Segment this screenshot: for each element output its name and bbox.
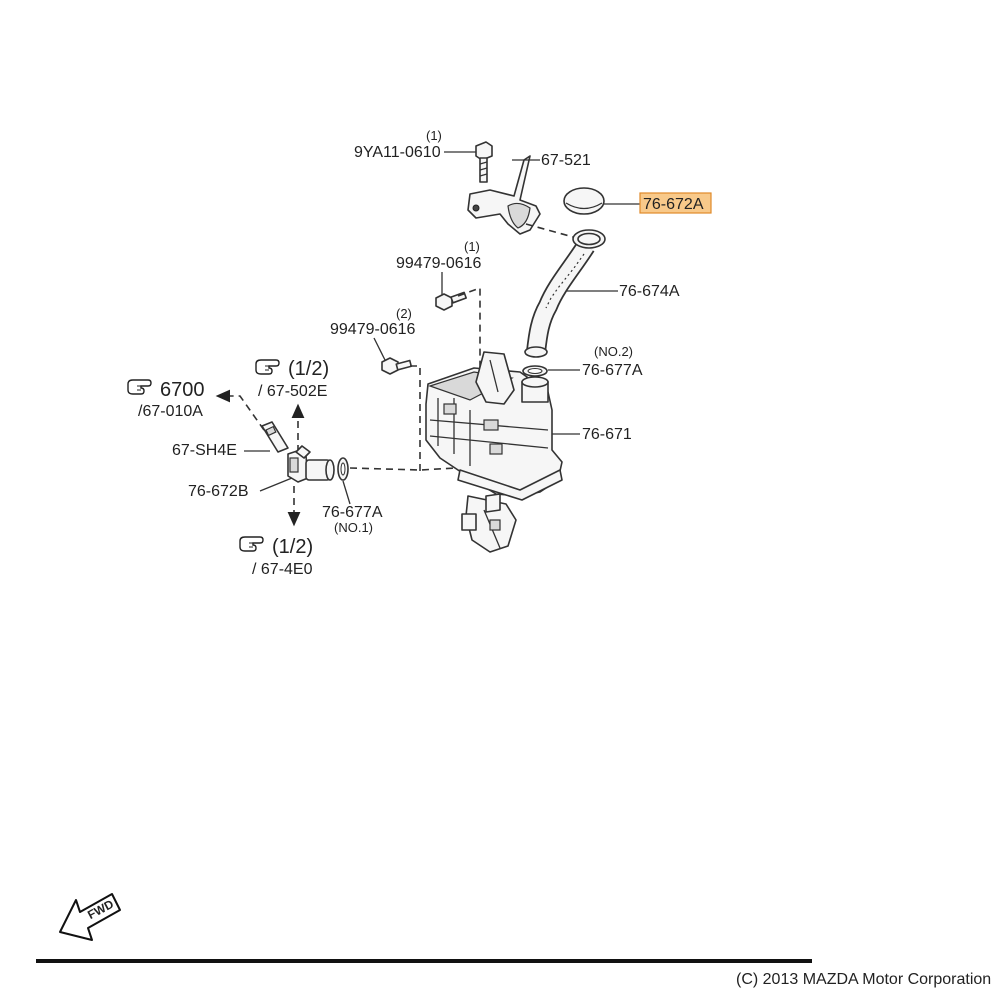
ref-down-page[interactable]: (1/2) (272, 536, 313, 558)
seal-no2-label[interactable]: 76-677A (582, 362, 643, 379)
ref-left-section[interactable]: /67-010A (138, 403, 203, 420)
bolt-99479-0616-lower[interactable] (381, 357, 413, 375)
bolt-top-label[interactable]: 9YA11-0610 (354, 144, 441, 161)
washer-tank-76-671[interactable] (425, 351, 563, 553)
bolt-low-label[interactable]: 99479-0616 (330, 321, 416, 338)
ref-down-section[interactable]: / 67-4E0 (252, 561, 313, 578)
filler-cap-76-672a[interactable] (563, 187, 605, 215)
pointing-hand-icon (127, 379, 152, 395)
washer-pump-76-672b[interactable] (287, 445, 335, 483)
connector-label[interactable]: 67-SH4E (172, 442, 237, 459)
filler-hose-76-674a[interactable] (524, 229, 606, 358)
bolt-mid-qty: (1) (464, 239, 480, 254)
ref-up-section[interactable]: / 67-502E (258, 383, 327, 400)
connector-67-sh4e[interactable] (261, 421, 289, 453)
bracket-label[interactable]: 67-521 (541, 152, 591, 169)
pump-label[interactable]: 76-672B (188, 483, 249, 500)
bolt-9ya11-0610[interactable] (475, 141, 493, 183)
highlight-box (639, 192, 712, 214)
seal-no1-note: (NO.1) (334, 520, 373, 535)
bolt-low-qty: (2) (396, 306, 412, 321)
seal-no1-76-677a[interactable] (337, 457, 349, 481)
tank-label[interactable]: 76-671 (582, 426, 632, 443)
copyright: (C) 2013 MAZDA Motor Corporation (736, 971, 991, 988)
seal-no2-note: (NO.2) (594, 344, 633, 359)
ref-up-page[interactable]: (1/2) (288, 358, 329, 380)
bolt-top-qty: (1) (426, 128, 442, 143)
bolt-mid-label[interactable]: 99479-0616 (396, 255, 482, 272)
pointing-hand-icon (255, 359, 280, 375)
seal-no1-label[interactable]: 76-677A (322, 504, 383, 521)
seal-no2-76-677a[interactable] (522, 365, 548, 377)
fwd-arrow-icon: FWD (59, 893, 121, 941)
ref-left-page[interactable]: 6700 (160, 379, 205, 401)
bracket-67-521[interactable] (467, 155, 541, 235)
hose-label[interactable]: 76-674A (619, 283, 680, 300)
pointing-hand-icon (239, 536, 264, 552)
cap-label[interactable]: 76-672A (643, 196, 704, 213)
